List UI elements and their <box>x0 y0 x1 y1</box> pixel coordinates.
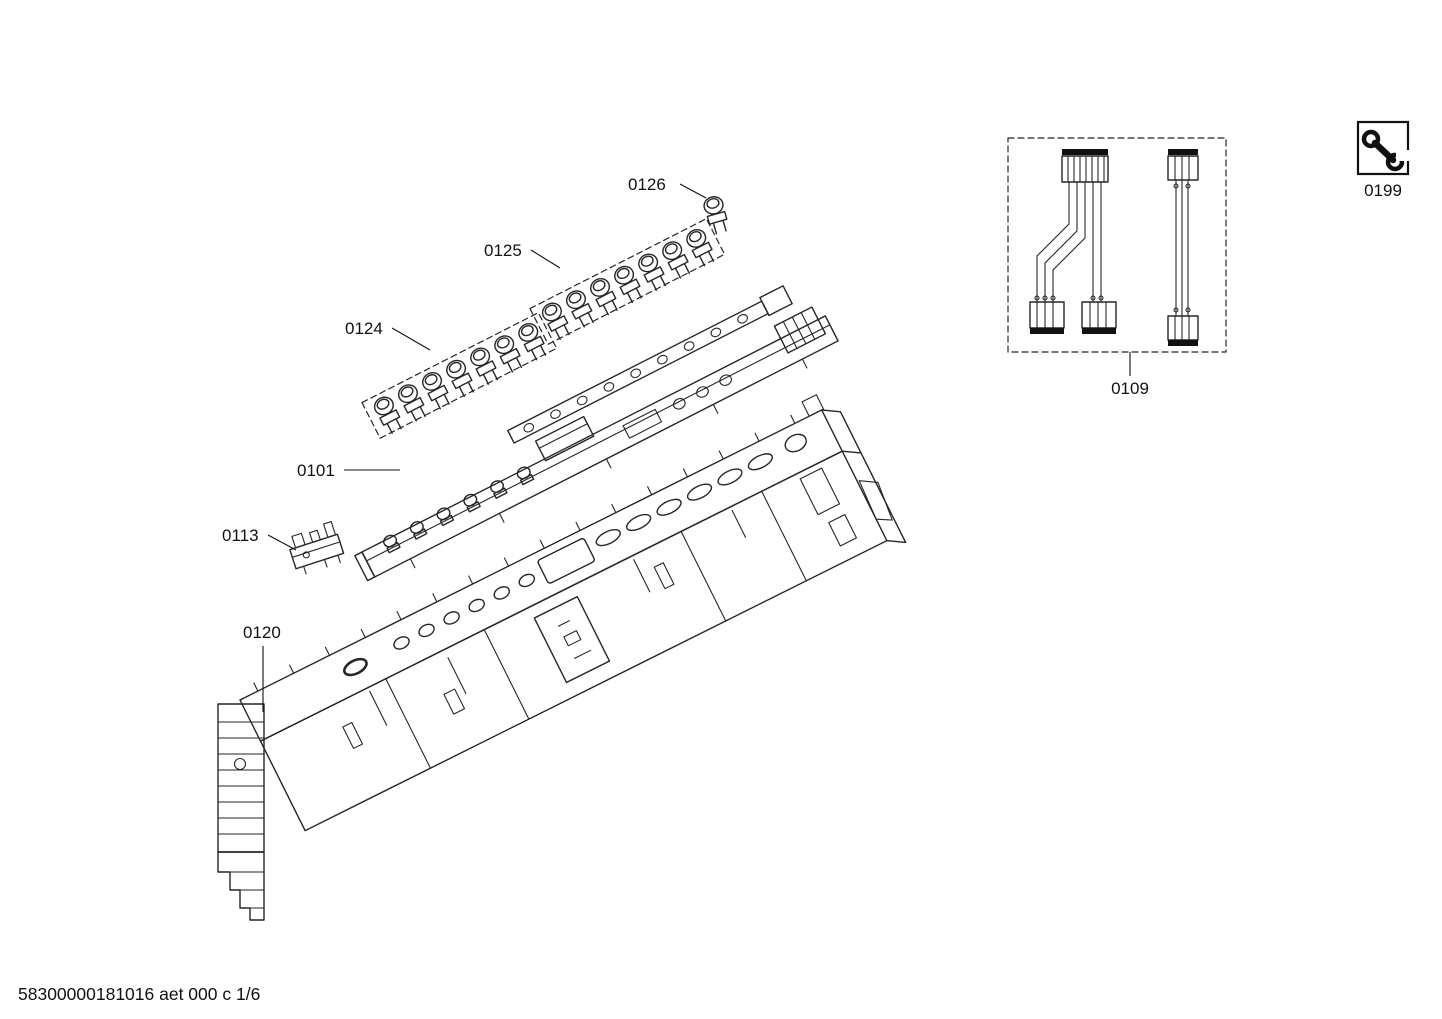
end-tab <box>801 394 825 417</box>
part-0199-service-tool <box>1356 120 1410 176</box>
wrench-icon <box>1361 129 1410 172</box>
leader-0113 <box>267 534 297 551</box>
part-label-0113: 0113 <box>222 526 259 545</box>
part-0125-button-row <box>529 218 726 345</box>
footer-part-code: 58300000181016 aet 000 c 1/6 <box>18 984 260 1004</box>
part-0126-single-button <box>701 193 732 236</box>
pcb-housing <box>534 415 595 462</box>
latch-door <box>533 595 611 684</box>
led-strip <box>507 300 769 444</box>
part-0109-group-outline <box>1007 137 1227 353</box>
part-label-0109: 0109 <box>1111 379 1149 398</box>
part-0120-control-panel <box>217 394 907 921</box>
part-0101-pcb-strip <box>354 285 839 582</box>
part-label-0101: 0101 <box>297 461 335 480</box>
harness-right <box>1167 149 1199 346</box>
part-0109-harness-set <box>1007 137 1227 353</box>
leader-0126 <box>679 183 707 199</box>
part-0113-bracket <box>289 521 345 575</box>
pcb-connector <box>773 306 827 354</box>
part-0124-button-row <box>361 312 558 439</box>
part-0125-group-outline <box>529 218 726 345</box>
part-0120-left-end-ribs <box>217 703 265 921</box>
leader-0125 <box>530 249 561 269</box>
part-0120-grommet-highlight <box>342 657 368 677</box>
display-cutout <box>537 537 595 584</box>
part-label-0126: 0126 <box>628 175 666 194</box>
part-label-0120: 0120 <box>243 623 281 642</box>
leader-0124 <box>391 327 431 351</box>
harness-left <box>1029 149 1117 334</box>
part-0124-group-outline <box>361 312 558 439</box>
part-label-0124: 0124 <box>345 319 383 338</box>
part-label-0199: 0199 <box>1364 181 1402 200</box>
part-label-0125: 0125 <box>484 241 522 260</box>
